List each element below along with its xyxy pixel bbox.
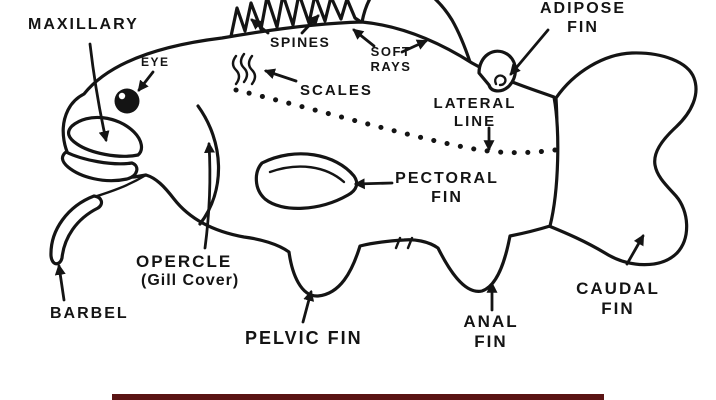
fish-eye-highlight (118, 92, 126, 100)
arrow-pectoral-fin (353, 178, 394, 190)
arrow-scales (263, 68, 298, 83)
label-anal-fin: ANAL FIN (463, 312, 519, 352)
label-adipose-fin: ADIPOSE FIN (539, 0, 626, 36)
lower-lip-shape (60, 150, 139, 183)
label-spines: SPINES (270, 34, 331, 50)
label-eye: EYE (141, 55, 170, 69)
label-opercle-sub: (Gill Cover) (141, 272, 240, 289)
arrow-opercle (203, 141, 216, 250)
arrow-soft-rays-right (400, 39, 428, 54)
barbel-shape (49, 194, 104, 266)
label-pectoral-fin: PECTORAL FIN (395, 170, 499, 206)
arrow-spines-left (250, 18, 270, 35)
cropped-caption-strip (112, 394, 604, 400)
label-opercle: OPERCLE (136, 252, 233, 271)
adipose-fin-curl (494, 74, 507, 87)
arrow-caudal-fin (625, 234, 645, 266)
pectoral-fin-ray (268, 165, 346, 184)
arrow-eye (137, 70, 155, 92)
caudal-fin-shape (547, 51, 698, 267)
lateral-line-dots (233, 87, 571, 156)
label-maxillary: MAXILLARY (28, 16, 139, 33)
scales-marks (231, 52, 257, 86)
arrow-pelvic-fin (301, 289, 315, 324)
label-pelvic-fin: PELVIC FIN (245, 328, 363, 348)
label-scales: SCALES (300, 82, 373, 99)
label-lateral-line: LATERAL LINE (433, 95, 517, 130)
fish-eye (114, 88, 140, 114)
arrow-maxillary (88, 42, 110, 143)
label-soft-rays: SOFT RAYS (370, 44, 412, 75)
label-caudal-fin: CAUDAL FIN (576, 279, 660, 319)
label-barbel: BARBEL (50, 305, 129, 322)
arrow-adipose-fin (509, 28, 550, 76)
belly-marks (394, 236, 414, 250)
arrow-spines-right (300, 14, 320, 35)
arrow-soft-rays-left (352, 28, 376, 48)
arrow-barbel (54, 263, 66, 302)
